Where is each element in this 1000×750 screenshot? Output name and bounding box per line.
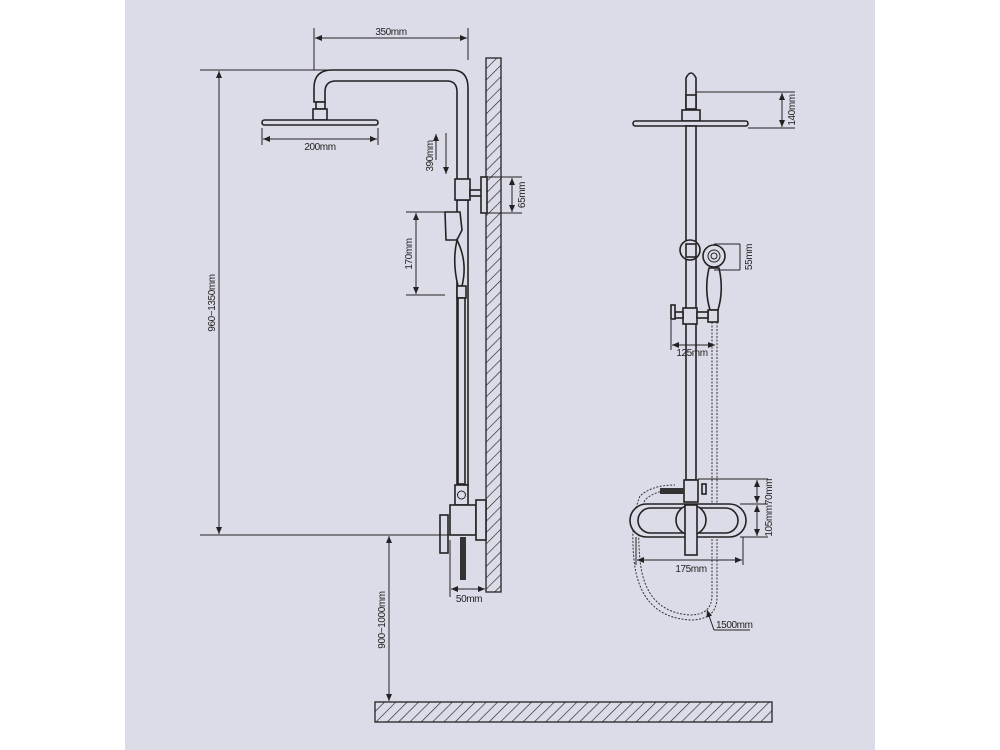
dim-bracket-height: 65mm xyxy=(517,182,528,208)
head-connector xyxy=(312,108,328,121)
hose-outlet xyxy=(460,537,466,580)
front-mixer-lever xyxy=(684,504,698,556)
dim-mixer-height-from-floor: 900~1000mm xyxy=(377,591,388,649)
front-head-connector xyxy=(681,109,701,122)
front-diverter xyxy=(683,479,699,503)
dim-mixer-depth: 50mm xyxy=(456,594,482,605)
dim-holder-height: 170mm xyxy=(404,238,415,269)
front-hand-shower xyxy=(705,267,723,311)
front-riser-pipe xyxy=(685,125,697,481)
side-view: 350mm 200mm 390mm 65mm 170mm 960~1350mm … xyxy=(200,27,773,723)
mixer-body xyxy=(449,504,477,536)
floor xyxy=(374,701,773,723)
dim-arm-reach: 350mm xyxy=(375,27,406,38)
dim-hand-shower-diameter: 55mm xyxy=(744,244,755,270)
dim-mixer-width: 175mm xyxy=(675,564,706,575)
wall-bracket xyxy=(454,178,471,201)
hose xyxy=(638,322,713,616)
slide-holder xyxy=(682,307,698,325)
dim-head-diameter: 200mm xyxy=(304,142,335,153)
dim-mixer-upper: 70mm xyxy=(764,479,775,505)
dim-top-height: 140mm xyxy=(787,94,798,125)
dim-slide-range: 390mm xyxy=(425,140,436,171)
hand-shower-holder xyxy=(444,211,463,241)
dim-holder-width: 125mm xyxy=(676,348,707,359)
dim-mixer-body: 105mm xyxy=(764,505,775,536)
rain-shower-head xyxy=(261,119,379,126)
dim-hose-length: 1500mm xyxy=(716,620,753,631)
front-view: 140mm 55mm 125mm 70mm 105mm 175mm 1500mm xyxy=(629,72,798,631)
hand-shower-face xyxy=(702,244,726,268)
diverter-connector xyxy=(454,484,469,506)
dim-riser-height: 960~1350mm xyxy=(207,274,218,332)
mixer-lever xyxy=(439,514,449,554)
wall xyxy=(485,57,502,593)
